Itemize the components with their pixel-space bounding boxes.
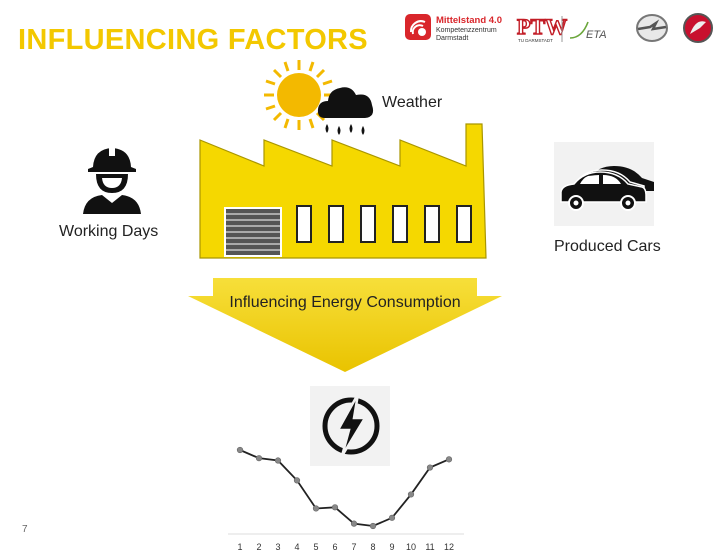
eta-logo: ETA (569, 21, 607, 41)
factory-garage-door (224, 207, 282, 257)
chart-x-tick-label: 10 (406, 542, 416, 552)
working-days-label: Working Days (59, 223, 159, 240)
svg-text:Mittelstand 4.0: Mittelstand 4.0 (436, 15, 502, 26)
chart-point (388, 514, 396, 521)
factory-windows (296, 205, 472, 243)
chart-x-tick-label: 12 (444, 542, 454, 552)
chart-point (236, 446, 244, 454)
produced-cars-label: Produced Cars (554, 238, 661, 255)
chart-point (255, 455, 263, 462)
chart-series-line (239, 449, 450, 527)
chart-x-tick-label: 4 (294, 542, 299, 552)
rain-cloud-icon (317, 87, 374, 135)
chart-x-tick-label: 5 (313, 542, 318, 552)
chart-point (445, 456, 453, 463)
chart-point (350, 520, 358, 527)
svg-text:Kompetenzzentrum: Kompetenzzentrum (436, 27, 497, 34)
chart-point (312, 505, 320, 512)
page-number: 7 (22, 524, 28, 535)
svg-text:PTW: PTW (517, 14, 567, 39)
chart-x-tick-label: 9 (389, 542, 394, 552)
vauxhall-logo (683, 13, 713, 43)
svg-text:TU DARMSTADT: TU DARMSTADT (518, 38, 553, 43)
partner-logos: Mittelstand 4.0 Kompetenzzentrum Darmsta… (405, 13, 713, 43)
influencing-energy-label: Influencing Energy Consumption (229, 294, 461, 311)
opel-logo (636, 14, 668, 42)
worker-icon (83, 148, 141, 214)
chart-point (331, 504, 339, 511)
svg-text:ETA: ETA (586, 29, 607, 41)
chart-x-tick-label: 7 (351, 542, 356, 552)
chart-x-tick-label: 11 (425, 542, 434, 552)
factory-icon (199, 123, 487, 259)
down-arrow-icon (188, 278, 502, 372)
chart-point (369, 522, 377, 530)
slide-title: INFLUENCING FACTORS (18, 24, 368, 56)
chart-x-tick-label: 3 (275, 542, 280, 552)
chart-x-tick-label: 6 (332, 542, 337, 552)
ptw-logo: PTW TU DARMSTADT (516, 13, 568, 43)
chart-point (426, 464, 434, 471)
chart-x-tick-label: 2 (256, 542, 261, 552)
chart-point (274, 457, 282, 464)
chart-x-tick-label: 1 (237, 542, 242, 552)
chart-point (293, 477, 301, 484)
cars-icon (560, 166, 654, 211)
svg-text:Darmstadt: Darmstadt (436, 35, 468, 42)
mittelstand-logo: Mittelstand 4.0 Kompetenzzentrum Darmsta… (405, 14, 502, 42)
chart-x-tick-label: 8 (370, 542, 375, 552)
weather-label: Weather (382, 94, 443, 111)
lightning-icon (322, 393, 380, 457)
chart-point (407, 491, 415, 498)
